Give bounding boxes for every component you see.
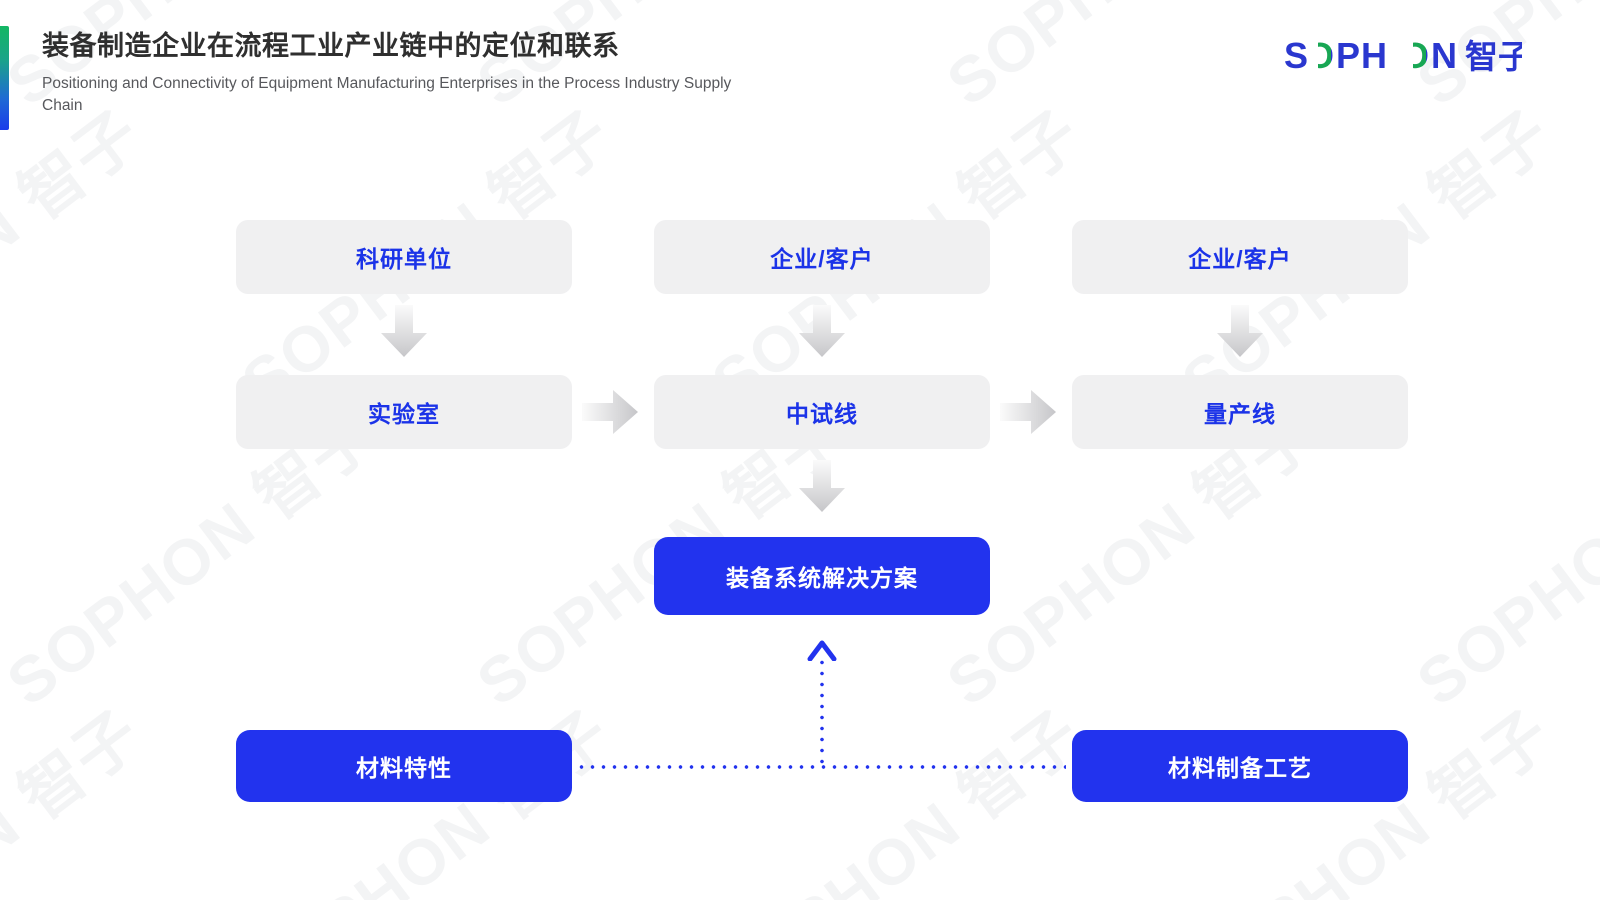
node-laboratory[interactable]: 实验室	[236, 375, 572, 449]
dotted-connector-horizontal	[576, 765, 1066, 769]
svg-text:智子: 智子	[1465, 38, 1522, 75]
svg-text:O: O	[1306, 35, 1334, 76]
node-label: 实验室	[368, 401, 440, 427]
node-mass-production-line[interactable]: 量产线	[1072, 375, 1408, 449]
node-label: 材料制备工艺	[1168, 755, 1312, 781]
slide-header: 装备制造企业在流程工业产业链中的定位和联系 Positioning and Co…	[0, 0, 1600, 150]
svg-text:P: P	[1336, 35, 1360, 76]
node-label: 企业/客户	[1188, 246, 1292, 272]
node-enterprise-client-2[interactable]: 企业/客户	[1072, 220, 1408, 294]
node-label: 材料特性	[356, 755, 452, 781]
title-accent-bar	[0, 26, 9, 130]
arrow-research-to-lab-icon	[381, 305, 427, 357]
svg-text:H: H	[1361, 35, 1387, 76]
dotted-connector-vertical	[820, 657, 824, 767]
node-label: 企业/客户	[770, 246, 874, 272]
arrow-client1-to-pilot-icon	[799, 305, 845, 357]
arrow-lab-to-pilot-icon	[582, 390, 638, 434]
node-research-institute[interactable]: 科研单位	[236, 220, 572, 294]
arrow-pilot-to-solution-icon	[799, 460, 845, 512]
node-pilot-line[interactable]: 中试线	[654, 375, 990, 449]
node-material-properties[interactable]: 材料特性	[236, 730, 572, 802]
node-label: 装备系统解决方案	[726, 565, 918, 591]
arrow-client2-to-mass-icon	[1217, 305, 1263, 357]
svg-text:O: O	[1306, 35, 1334, 76]
node-label: 量产线	[1204, 401, 1276, 427]
node-material-process[interactable]: 材料制备工艺	[1072, 730, 1408, 802]
svg-text:O: O	[1401, 35, 1429, 76]
sophon-logo-icon: S O O P H O O N 智子	[1284, 35, 1522, 76]
dotted-arrowhead-up-icon	[807, 640, 837, 661]
sophon-logo: S O O P H O O N 智子	[1282, 35, 1522, 78]
svg-text:O: O	[1401, 35, 1429, 76]
node-label: 科研单位	[356, 246, 452, 272]
arrow-pilot-to-mass-icon	[1000, 390, 1056, 434]
node-enterprise-client-1[interactable]: 企业/客户	[654, 220, 990, 294]
node-equipment-solution[interactable]: 装备系统解决方案	[654, 537, 990, 615]
title-block: 装备制造企业在流程工业产业链中的定位和联系 Positioning and Co…	[42, 30, 742, 118]
page-subtitle: Positioning and Connectivity of Equipmen…	[42, 74, 732, 115]
node-label: 中试线	[786, 401, 858, 427]
svg-text:S: S	[1284, 35, 1308, 76]
page-title: 装备制造企业在流程工业产业链中的定位和联系	[42, 31, 620, 61]
svg-text:N: N	[1431, 35, 1457, 76]
